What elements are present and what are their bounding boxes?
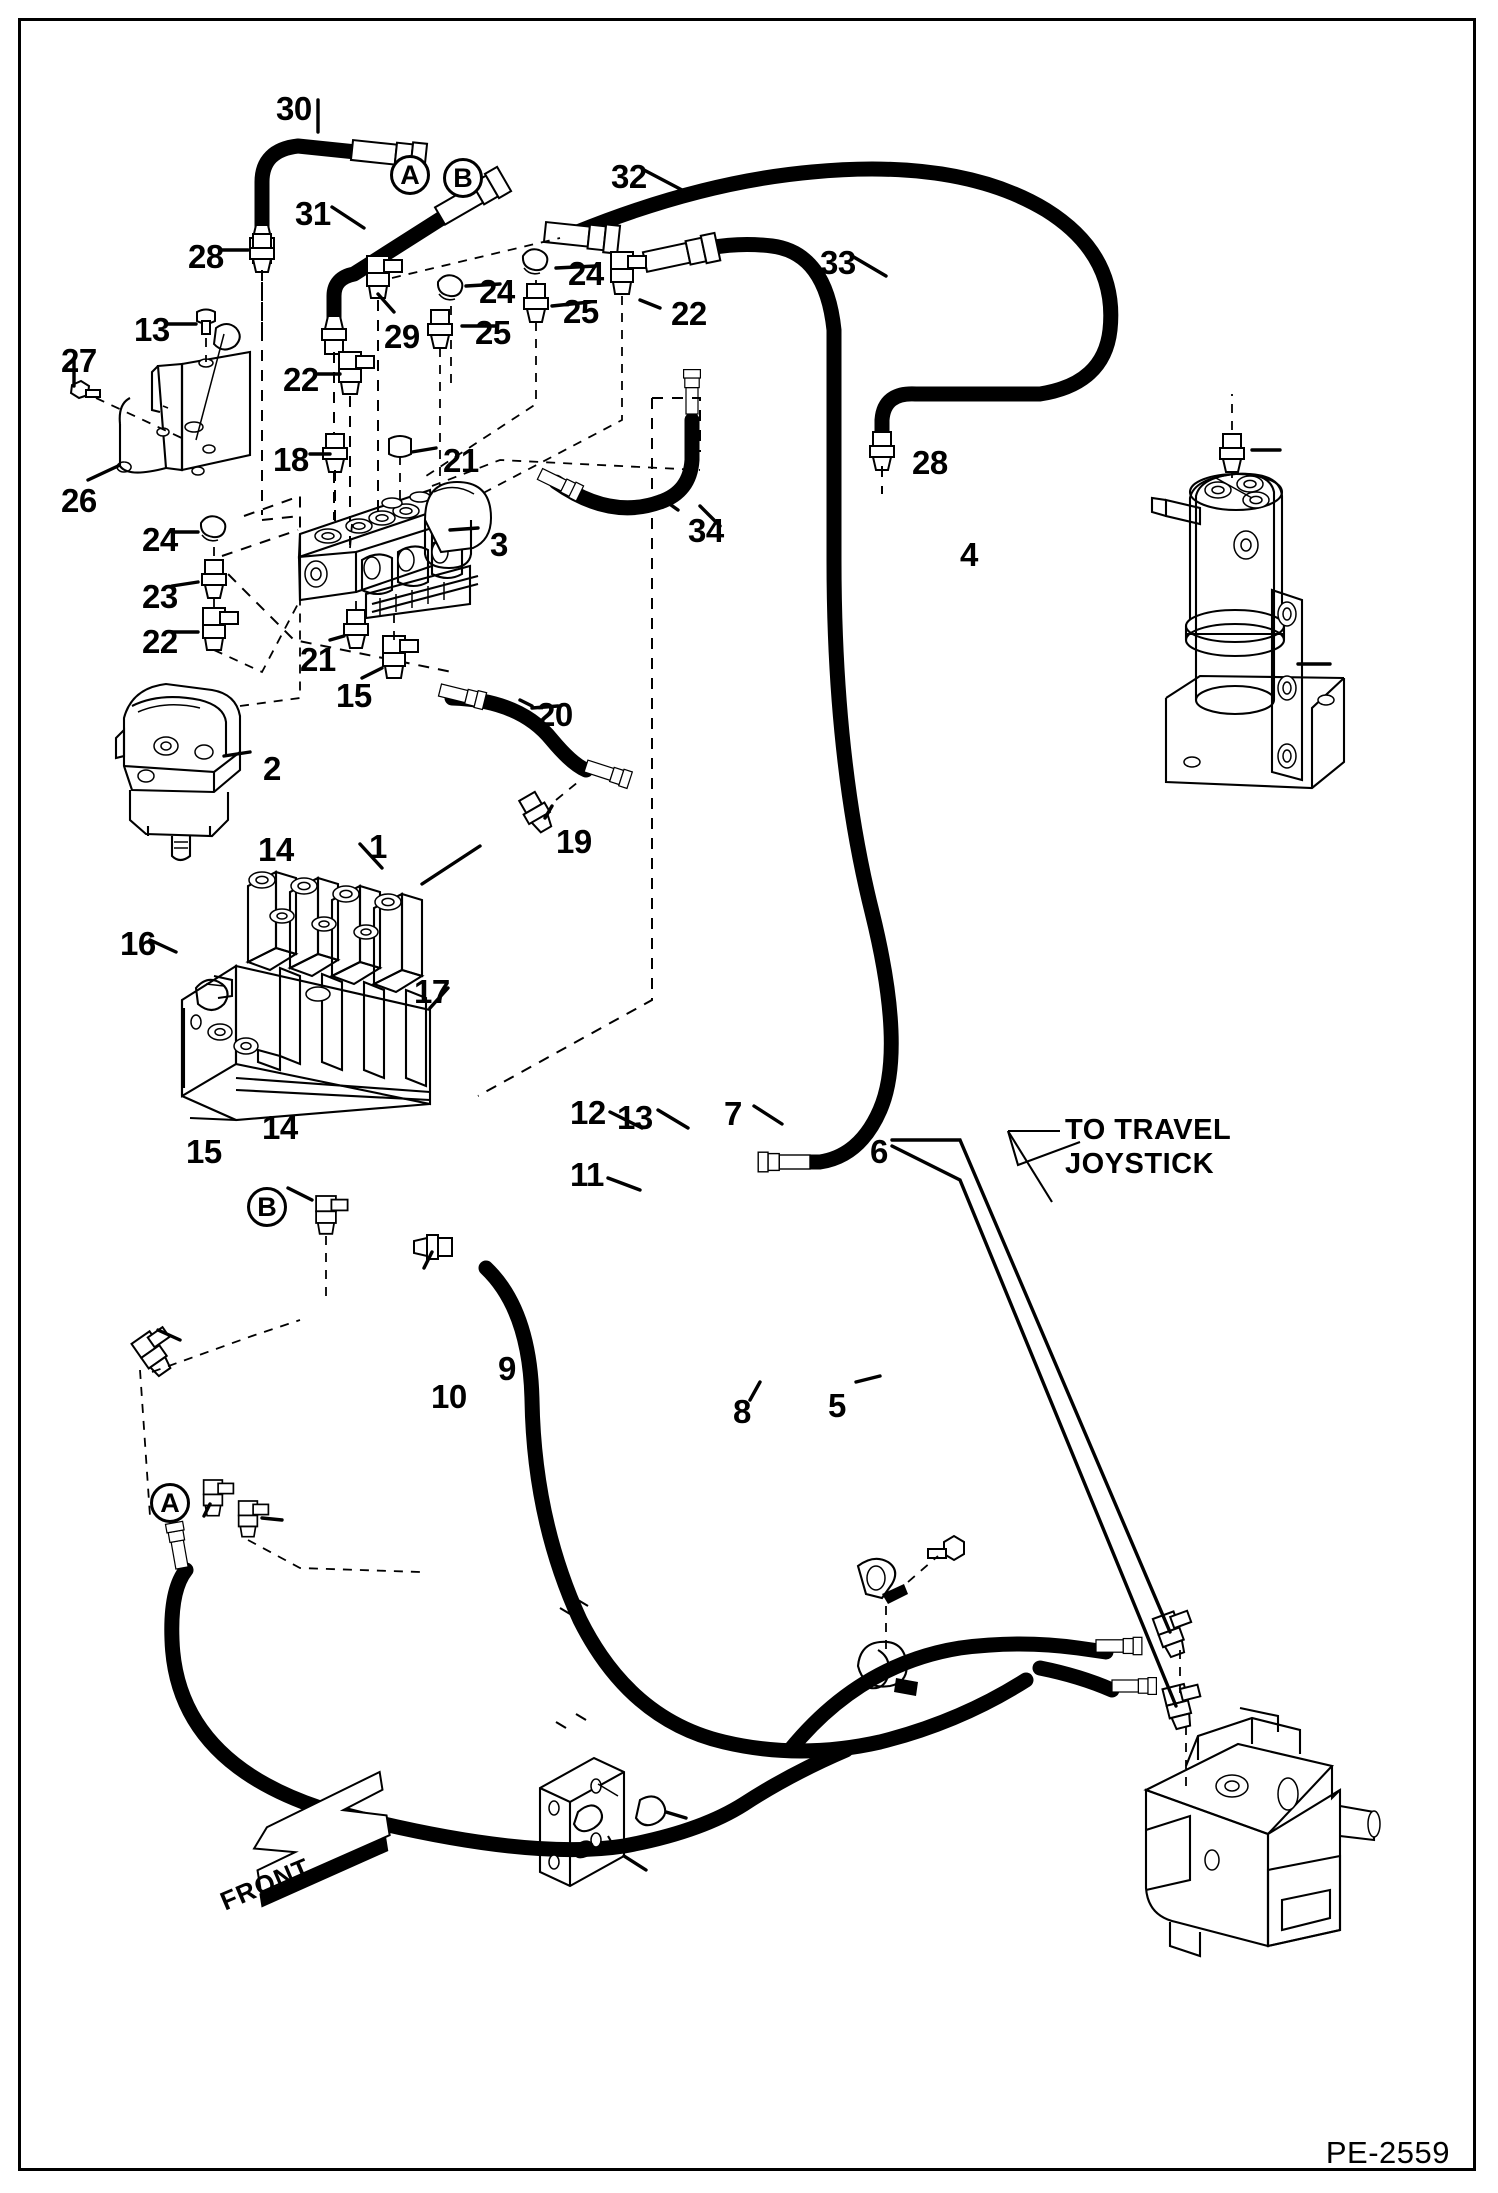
callout-13-top: 13 <box>134 311 170 348</box>
callout-11: 11 <box>570 1156 604 1193</box>
callout-13-bot: 13 <box>617 1099 653 1136</box>
port-ref-a-valve: A <box>150 1483 190 1523</box>
port-ref-b-top: B <box>443 158 483 198</box>
callout-22-top: 22 <box>671 295 707 332</box>
callout-19: 19 <box>556 823 592 860</box>
callout-10: 10 <box>431 1378 467 1415</box>
callout-5: 5 <box>828 1387 846 1424</box>
callout-28-top: 28 <box>188 238 224 275</box>
callout-14-bot: 14 <box>262 1109 298 1146</box>
callout-15-bot: 15 <box>186 1133 222 1170</box>
callout-27: 27 <box>61 342 97 379</box>
drawing-number: PE-2559 <box>1325 2135 1450 2170</box>
callout-22-left: 22 <box>142 623 178 660</box>
callout-25-a: 25 <box>475 314 511 351</box>
callout-24-a: 24 <box>479 273 515 310</box>
callout-14-top: 14 <box>258 831 294 868</box>
callout-2: 2 <box>263 750 281 787</box>
callout-16: 16 <box>120 925 156 962</box>
callout-34: 34 <box>688 512 724 549</box>
callout-3: 3 <box>490 526 508 563</box>
callout-4: 4 <box>960 536 978 573</box>
callout-24-left: 24 <box>142 521 178 558</box>
callout-23: 23 <box>142 578 178 615</box>
callout-28-right: 28 <box>912 444 948 481</box>
port-ref-a-top: A <box>390 155 430 195</box>
callout-17: 17 <box>414 973 450 1010</box>
callout-31: 31 <box>295 195 331 232</box>
port-ref-b-valve: B <box>247 1187 287 1227</box>
callout-22-mid: 22 <box>283 361 319 398</box>
callout-20: 20 <box>537 696 573 733</box>
callout-33: 33 <box>820 244 856 281</box>
callout-26: 26 <box>61 482 97 519</box>
note-to-travel-joystick: TO TRAVEL JOYSTICK <box>1065 1114 1232 1181</box>
callout-30: 30 <box>276 90 312 127</box>
callout-8: 8 <box>733 1393 751 1430</box>
callout-32: 32 <box>611 158 647 195</box>
callout-29: 29 <box>384 318 420 355</box>
callout-9: 9 <box>498 1350 516 1387</box>
callout-6: 6 <box>870 1133 888 1170</box>
callout-21-top: 21 <box>443 442 479 479</box>
callout-18: 18 <box>273 441 309 478</box>
callout-25-b: 25 <box>563 293 599 330</box>
callout-24-b: 24 <box>568 255 604 292</box>
page-border <box>18 18 1476 2171</box>
callout-1: 1 <box>369 828 387 865</box>
callout-12: 12 <box>570 1094 606 1131</box>
callout-7: 7 <box>724 1095 742 1132</box>
callout-21-bot: 21 <box>300 641 336 678</box>
callout-15-top: 15 <box>336 677 372 714</box>
